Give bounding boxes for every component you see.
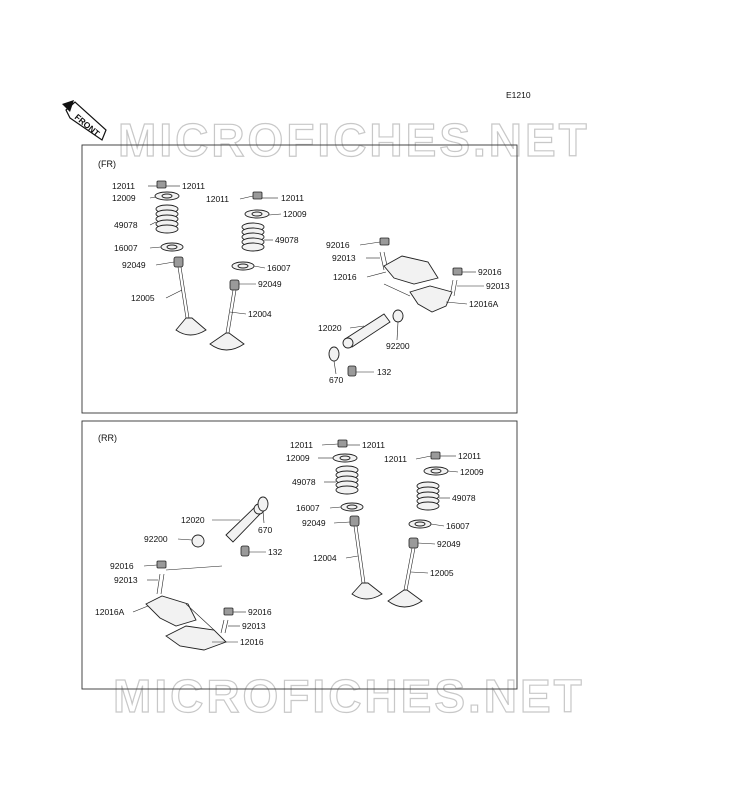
section-fr-frame	[81, 144, 518, 414]
rr-label-92049-b: 92049	[437, 539, 461, 549]
fr-label-12005: 12005	[131, 293, 155, 303]
rr-label-132: 132	[268, 547, 282, 557]
rr-label-12016: 12016	[240, 637, 264, 647]
fr-label-12011-a: 12011	[112, 181, 135, 191]
fr-label-12011-d: 12011	[281, 193, 304, 203]
rr-label-12009-b: 12009	[460, 467, 484, 477]
fr-label-132: 132	[377, 367, 391, 377]
section-rr-frame	[81, 420, 518, 690]
fr-label-12009-a: 12009	[112, 193, 136, 203]
fr-label-12004: 12004	[248, 309, 272, 319]
rr-label-16007-a: 16007	[296, 503, 320, 513]
section-rr: (RR)	[81, 420, 518, 690]
fr-leaders	[148, 185, 484, 375]
rr-right-valve-assembly	[387, 451, 449, 608]
rr-label-12016A: 12016A	[95, 607, 125, 617]
fr-label-12016: 12016	[333, 272, 357, 282]
rr-leaders	[132, 443, 459, 643]
front-arrow-icon: FRONT	[62, 100, 107, 141]
watermark-bottom: MICROFICHES.NET	[113, 670, 585, 722]
rr-label-12011-a: 12011	[290, 440, 313, 450]
rr-left-valve-assembly	[332, 439, 383, 600]
fr-label-92200: 92200	[386, 341, 410, 351]
fr-label-12011-b: 12011	[182, 181, 205, 191]
fr-label-12009-b: 12009	[283, 209, 307, 219]
rr-rocker-assembly	[145, 496, 269, 651]
fr-label-92013-a: 92013	[332, 253, 356, 263]
rr-label-92013-a: 92013	[114, 575, 138, 585]
rr-spring-right	[416, 481, 440, 511]
fr-label-12016A: 12016A	[469, 299, 499, 309]
fr-spring-right	[241, 222, 265, 252]
fr-spring-left	[155, 204, 179, 234]
fr-label-92049-b: 92049	[258, 279, 282, 289]
rr-label-49078-a: 49078	[292, 477, 316, 487]
fr-label-12011-c: 12011	[206, 194, 229, 204]
section-fr: (FR)	[81, 144, 518, 414]
fr-label-16007-a: 16007	[114, 243, 138, 253]
diagram-code: E1210	[506, 90, 531, 100]
fr-label-92016-a: 92016	[326, 240, 350, 250]
rr-label-12011-c: 12011	[384, 454, 407, 464]
rr-label-92016-a: 92016	[110, 561, 134, 571]
rr-label-92013-b: 92013	[242, 621, 266, 631]
fr-label-92016-b: 92016	[478, 267, 502, 277]
rr-label-12011-b: 12011	[362, 440, 385, 450]
fr-left-valve-assembly	[154, 180, 207, 336]
fr-label-92013-b: 92013	[486, 281, 510, 291]
fr-label-49078-a: 49078	[114, 220, 138, 230]
rr-label-92200: 92200	[144, 534, 168, 544]
fr-label-49078-b: 49078	[275, 235, 299, 245]
fr-right-valve-assembly	[209, 191, 270, 351]
section-rr-title: (RR)	[98, 433, 117, 443]
rr-label-12020: 12020	[181, 515, 205, 525]
rr-spring-left	[335, 465, 359, 495]
section-fr-title: (FR)	[98, 159, 116, 169]
rr-label-49078-b: 49078	[452, 493, 476, 503]
fr-label-16007-b: 16007	[267, 263, 291, 273]
rr-label-12009-a: 12009	[286, 453, 310, 463]
rr-label-92049-a: 92049	[302, 518, 326, 528]
rr-label-12005: 12005	[430, 568, 454, 578]
rr-label-12011-d: 12011	[458, 451, 481, 461]
fr-label-670: 670	[329, 375, 343, 385]
fr-rocker-assembly	[328, 237, 463, 377]
fr-label-92049-a: 92049	[122, 260, 146, 270]
watermark-top: MICROFICHES.NET	[118, 114, 590, 166]
rr-label-16007-b: 16007	[446, 521, 470, 531]
rr-label-92016-b: 92016	[248, 607, 272, 617]
fr-label-12020: 12020	[318, 323, 342, 333]
rr-label-670: 670	[258, 525, 272, 535]
rr-label-12004: 12004	[313, 553, 337, 563]
